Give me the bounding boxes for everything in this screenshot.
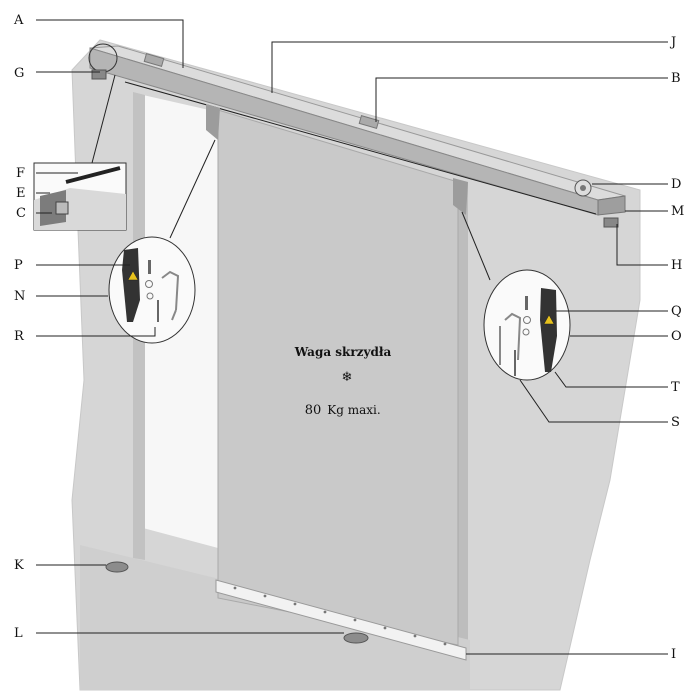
snowflake-icon: ❄	[342, 370, 353, 385]
callout-M: M	[671, 204, 684, 219]
floor-guide-l	[343, 632, 369, 644]
callout-P: P	[14, 258, 23, 273]
callout-H: H	[671, 258, 682, 273]
callout-N: N	[14, 289, 25, 304]
handle-right	[540, 288, 557, 372]
stop-block-right	[603, 217, 619, 228]
callout-labels: A G F E C P N R K L J B D M H Q O T S I	[13, 13, 684, 662]
callout-R: R	[14, 329, 25, 344]
callout-O: O	[671, 329, 682, 344]
callout-A: A	[13, 13, 24, 28]
seal-screws	[233, 586, 447, 646]
door-weight-title: Waga skrzydła	[294, 345, 392, 359]
callout-K: K	[14, 558, 24, 573]
callout-B: B	[671, 71, 681, 86]
handle-left	[122, 248, 140, 322]
rail-bracket-left	[143, 53, 165, 67]
door-leaf	[217, 109, 459, 646]
callout-G: G	[14, 66, 24, 81]
callout-F: F	[16, 166, 25, 181]
door-weight-value: 80	[305, 403, 322, 418]
callout-T: T	[671, 380, 680, 395]
stop-block-left	[91, 69, 107, 80]
floor	[80, 545, 470, 690]
door-weight-unit: Kg maxi.	[327, 403, 380, 417]
bottom-seal	[215, 579, 467, 661]
hanger-right	[453, 178, 468, 215]
callout-E: E	[16, 186, 26, 201]
callout-I: I	[671, 647, 676, 662]
callout-C: C	[16, 206, 26, 221]
callout-J: J	[669, 35, 676, 50]
rail-end	[597, 195, 626, 216]
leader-lines	[36, 19, 668, 655]
callout-L: L	[14, 626, 23, 641]
detail-left	[108, 236, 196, 344]
detail-right	[483, 269, 571, 381]
callout-D: D	[671, 177, 681, 192]
floor-guide-k	[105, 561, 129, 573]
rail-bracket-mid	[358, 115, 380, 129]
callout-Q: Q	[671, 304, 682, 319]
hanger-left	[206, 104, 220, 140]
callout-S: S	[671, 415, 680, 430]
